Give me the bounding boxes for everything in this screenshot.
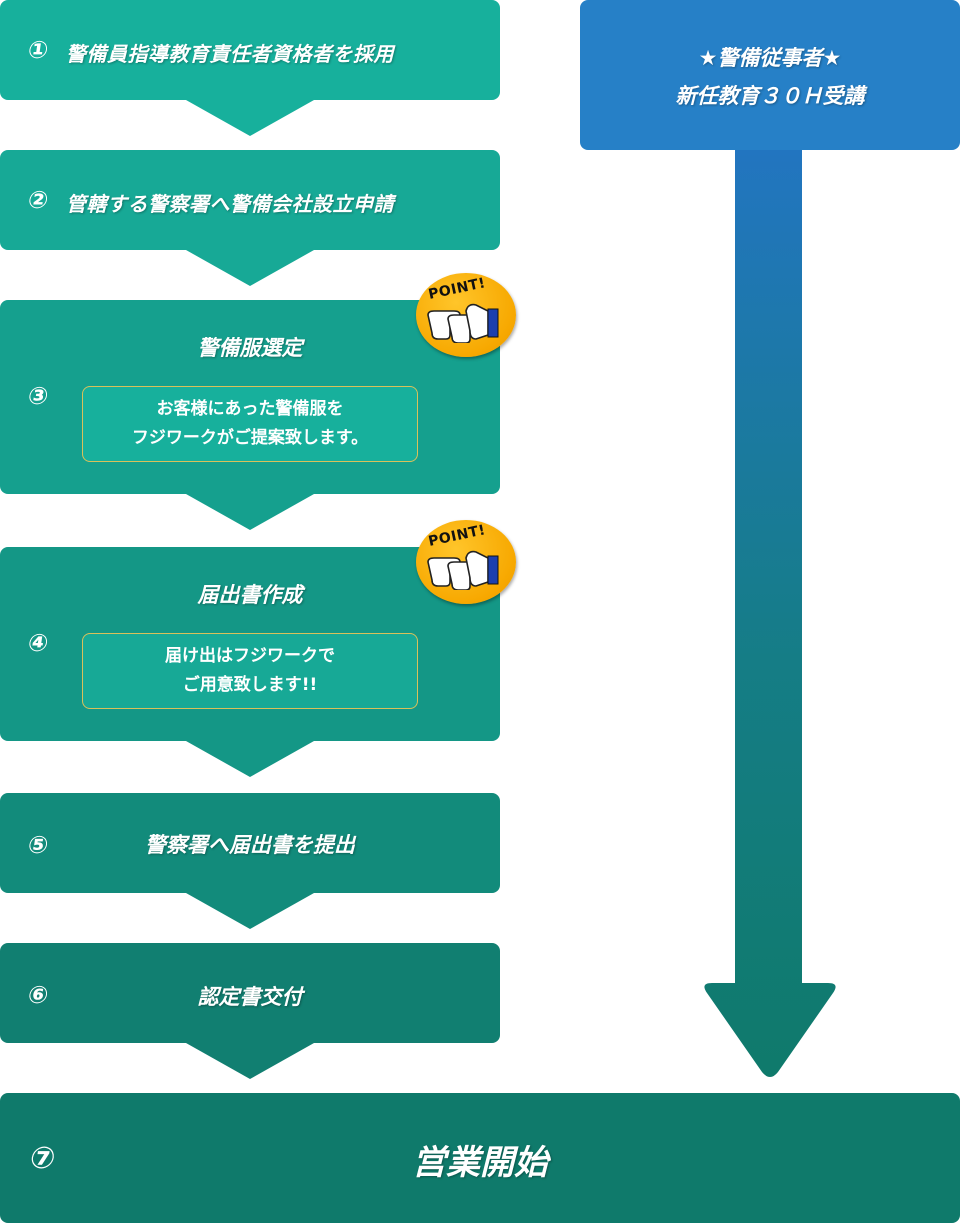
step-7: ⑦ 営業開始 <box>0 1093 960 1223</box>
pointing-hand-icon <box>427 303 499 343</box>
step-1-title: 警備員指導教育責任者資格者を採用 <box>66 42 394 66</box>
step-4-note: 届け出はフジワークで ご用意致します!! <box>82 633 418 709</box>
training-box: ★警備従事者★ 新任教育３０Ｈ受講 <box>580 0 960 150</box>
point-badge-label: POINT! <box>426 275 488 303</box>
step-3-title: 警備服選定 <box>197 336 303 360</box>
step-7-title: 営業開始 <box>412 1143 548 1183</box>
step-3-note: お客様にあった警備服を フジワークがご提案致します。 <box>82 386 418 462</box>
step-6-title: 認定書交付 <box>197 985 303 1009</box>
step-3-note-line1: お客様にあった警備服を <box>156 399 344 419</box>
step-4-number: ④ <box>26 629 51 657</box>
step-5-title: 警察署へ届出書を提出 <box>145 833 355 857</box>
training-box-line2: 新任教育３０Ｈ受講 <box>675 84 865 108</box>
training-arrow <box>704 150 836 1077</box>
point-badge: POINT! <box>416 520 516 604</box>
point-badge-label: POINT! <box>426 522 488 550</box>
step-2-title: 管轄する警察署へ警備会社設立申請 <box>66 192 394 216</box>
step-4-note-line1: 届け出はフジワークで <box>165 646 335 666</box>
training-box-line1: ★警備従事者★ <box>698 46 842 70</box>
step-3-note-line2: フジワークがご提案致します。 <box>131 428 369 448</box>
step-4-note-line2: ご用意致します!! <box>182 675 318 695</box>
pointing-hand-icon <box>427 550 499 590</box>
step-4-title: 届出書作成 <box>197 583 303 607</box>
step-3-number: ③ <box>26 382 51 410</box>
step-1-number: ① <box>26 36 51 64</box>
point-badge: POINT! <box>416 273 516 357</box>
step-2-number: ② <box>26 186 51 214</box>
